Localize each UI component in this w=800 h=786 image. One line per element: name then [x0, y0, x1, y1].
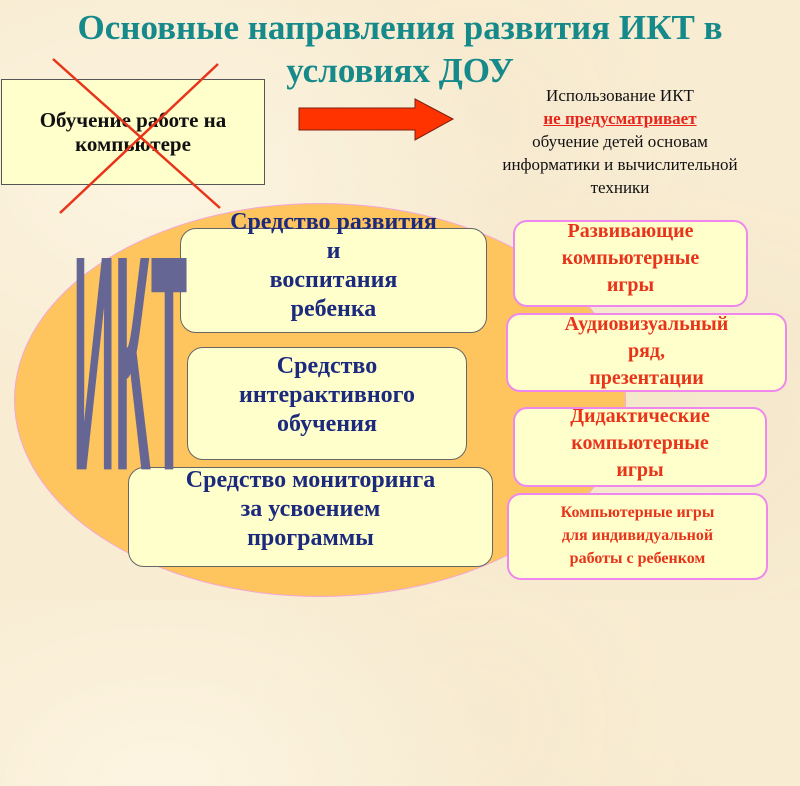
direction-2-line: Средство: [276, 353, 378, 379]
description-line-3: обучение детей основам: [532, 132, 708, 151]
tool-1-line: Развивающие: [567, 220, 694, 242]
slide-title: Основные направления развития ИКТ в усло…: [0, 6, 800, 92]
tool-box-1: [513, 220, 748, 307]
tool-4-line: работы с ребенком: [569, 550, 706, 567]
title-line-2: условиях ДОУ: [286, 51, 514, 90]
direction-box-2: [187, 347, 467, 460]
tool-2-line: Аудиовизуальный: [564, 313, 729, 335]
direction-3-line: программы: [247, 525, 374, 551]
tool-1-line: компьютерные: [561, 247, 700, 269]
right-arrow-icon: [298, 98, 455, 141]
direction-box-3-text: Средство мониторинга за усвоением програ…: [128, 466, 493, 553]
tool-2-line: презентации: [589, 367, 704, 389]
direction-2-line: обучения: [277, 411, 377, 437]
direction-1-line: воспитания: [269, 267, 398, 293]
tool-4-line: для индивидуальной: [561, 527, 714, 544]
description-line-1: Использование ИКТ: [546, 86, 694, 105]
description-text: Использование ИКТ не предусматривает обу…: [462, 84, 778, 199]
tool-1-line: игры: [606, 274, 655, 296]
tool-box-2-text: Аудиовизуальный ряд, презентации: [506, 311, 787, 392]
tool-3-line: компьютерные: [571, 432, 709, 454]
tool-4-line: Компьютерные игры: [560, 504, 715, 521]
tool-3-line: Дидактические: [570, 405, 710, 427]
direction-1-line: ребенка: [290, 296, 377, 322]
tool-box-3-text: Дидактические компьютерные игры: [513, 403, 767, 484]
tool-box-4-text: Компьютерные игры для индивидуальной раб…: [507, 501, 768, 570]
direction-1-line: и: [326, 238, 341, 264]
direction-2-line: интерактивного: [239, 382, 415, 408]
direction-box-2-text: Средство интерактивного обучения: [187, 352, 467, 439]
direction-3-line: за усвоением: [240, 496, 381, 522]
tool-box-4: [507, 493, 768, 580]
tool-box-3: [513, 407, 767, 487]
title-line-1: Основные направления развития ИКТ в: [77, 8, 723, 47]
direction-3-line: Средство мониторинга: [185, 467, 436, 493]
direction-box-1: [180, 228, 487, 333]
description-line-4: информатики и вычислительной: [502, 155, 738, 174]
direction-box-3: [128, 467, 493, 567]
description-emphasis: не предусматривает: [543, 109, 697, 128]
ikt-vertical-label: ИКТ: [38, 194, 187, 536]
tool-box-2: [506, 313, 787, 392]
tool-3-line: игры: [616, 459, 664, 481]
description-line-5: техники: [590, 178, 650, 197]
tool-box-1-text: Развивающие компьютерные игры: [513, 218, 748, 299]
direction-1-line: Средство развития: [230, 209, 437, 235]
ikt-label-text: ИКТ: [72, 194, 187, 537]
direction-box-1-text: Средство развития и воспитания ребенка: [180, 208, 487, 324]
tool-2-line: ряд,: [627, 340, 666, 362]
